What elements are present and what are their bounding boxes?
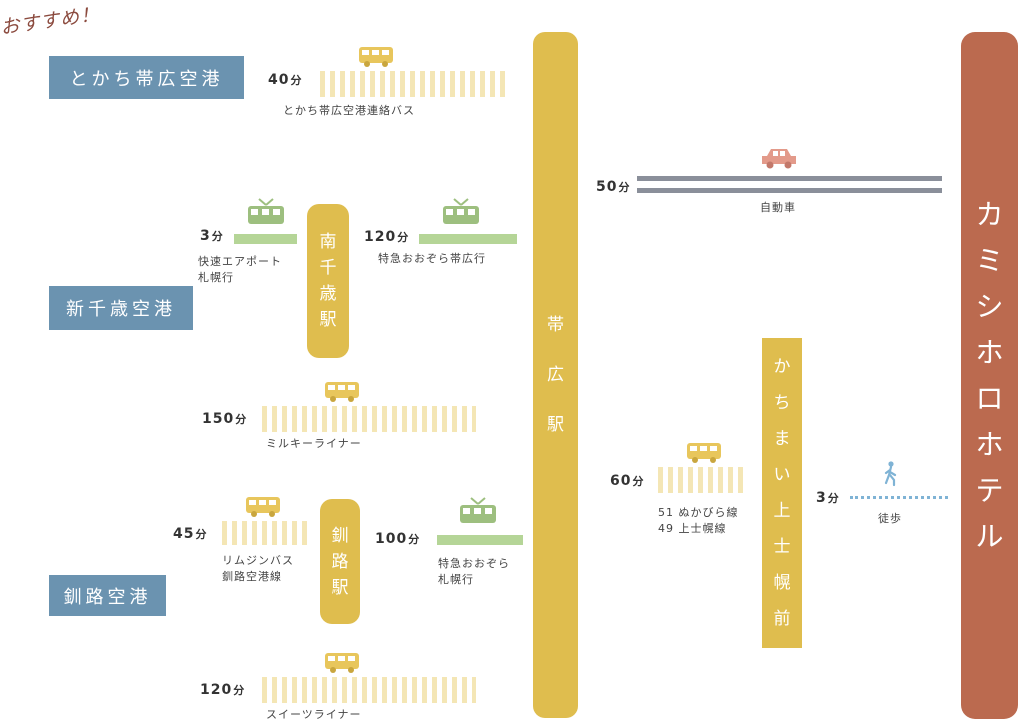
route-chitose-rapid[interactable]	[234, 234, 297, 244]
route-car-lower[interactable]	[637, 188, 942, 193]
hotel-char: ミ	[975, 243, 1004, 277]
station-char: い	[773, 465, 791, 485]
train-icon	[248, 198, 284, 224]
station-char: 歳	[319, 284, 337, 304]
time-sweets-liner: 120分	[200, 682, 246, 698]
hotel-kamishihoro[interactable]: カ ミ シ ホ ロ ホ テ ル	[961, 32, 1018, 719]
route-ozora-obihiro[interactable]	[419, 234, 517, 244]
station-char: 千	[319, 258, 337, 278]
station-char: 広	[547, 365, 564, 385]
caption-milky-liner: ミルキーライナー	[266, 437, 362, 450]
caption-chitose-rapid: 快速エアポート札幌行	[198, 255, 282, 284]
bus-icon	[325, 382, 359, 402]
time-bus60: 60分	[610, 473, 645, 489]
station-kachimai-kamishihoro[interactable]: か ち ま い 上 士 幌 前	[762, 338, 802, 648]
hotel-char: カ	[975, 197, 1004, 231]
caption-tokachi-bus: とかち帯広空港連絡バス	[283, 104, 415, 117]
time-ozora-sapporo: 100分	[375, 531, 421, 547]
walker-icon	[884, 461, 897, 487]
route-milky-liner[interactable]	[262, 406, 476, 432]
time-chitose-rapid: 3分	[200, 228, 224, 244]
car-icon	[762, 149, 796, 169]
station-char: 上	[773, 501, 791, 521]
station-char: 駅	[547, 415, 564, 435]
station-char: 幌	[773, 573, 791, 593]
route-limousine[interactable]	[222, 521, 308, 545]
station-char: 路	[331, 551, 349, 572]
caption-ozora-obihiro: 特急おおぞら帯広行	[378, 252, 486, 265]
time-walk: 3分	[816, 490, 840, 506]
hotel-char: シ	[975, 289, 1004, 323]
station-char: ま	[773, 429, 791, 449]
route-tokachi-bus[interactable]	[320, 71, 508, 97]
station-char: 駅	[319, 310, 337, 330]
station-kushiro[interactable]: 釧 路 駅	[320, 499, 360, 624]
bus-icon	[325, 653, 359, 673]
time-ozora-obihiro: 120分	[364, 229, 410, 245]
airport-kushiro[interactable]: 釧路空港	[49, 575, 166, 616]
recommend-label: おすすめ！	[0, 3, 102, 39]
hotel-char: ホ	[975, 335, 1004, 369]
caption-walk: 徒歩	[878, 512, 902, 525]
time-limousine: 45分	[173, 526, 208, 542]
train-icon	[443, 198, 479, 224]
station-char: 南	[319, 232, 337, 252]
hotel-char: ロ	[975, 381, 1004, 415]
airport-new-chitose[interactable]: 新千歳空港	[49, 286, 193, 330]
route-sweets-liner[interactable]	[262, 677, 476, 703]
bus-icon	[359, 47, 393, 67]
station-char: 釧	[331, 525, 349, 546]
caption-limousine: リムジンバス釧路空港線	[222, 554, 294, 583]
route-ozora-sapporo[interactable]	[437, 535, 523, 545]
train-icon	[460, 497, 496, 523]
hotel-char: テ	[975, 473, 1004, 507]
caption-ozora-sapporo: 特急おおぞら札幌行	[438, 557, 510, 586]
route-bus60[interactable]	[658, 467, 745, 493]
caption-sweets-liner: スイーツライナー	[266, 708, 362, 721]
station-char: 駅	[331, 577, 349, 598]
caption-car: 自動車	[760, 201, 796, 214]
route-walk[interactable]	[850, 496, 948, 499]
station-minami-chitose[interactable]: 南 千 歳 駅	[307, 204, 349, 358]
station-char: 前	[773, 609, 791, 629]
time-milky-liner: 150分	[202, 411, 248, 427]
hotel-char: ホ	[975, 427, 1004, 461]
route-car-upper[interactable]	[637, 176, 942, 181]
station-char: 士	[773, 537, 791, 557]
bus-icon	[246, 497, 280, 517]
station-char: 帯	[547, 315, 564, 335]
hotel-char: ル	[975, 519, 1004, 553]
time-car: 50分	[596, 179, 631, 195]
station-obihiro[interactable]: 帯 広 駅	[533, 32, 578, 718]
bus-icon	[687, 443, 721, 463]
airport-tokachi[interactable]: とかち帯広空港	[49, 56, 244, 99]
time-tokachi-bus: 40分	[268, 72, 303, 88]
station-char: か	[773, 357, 791, 377]
station-char: ち	[773, 393, 791, 413]
